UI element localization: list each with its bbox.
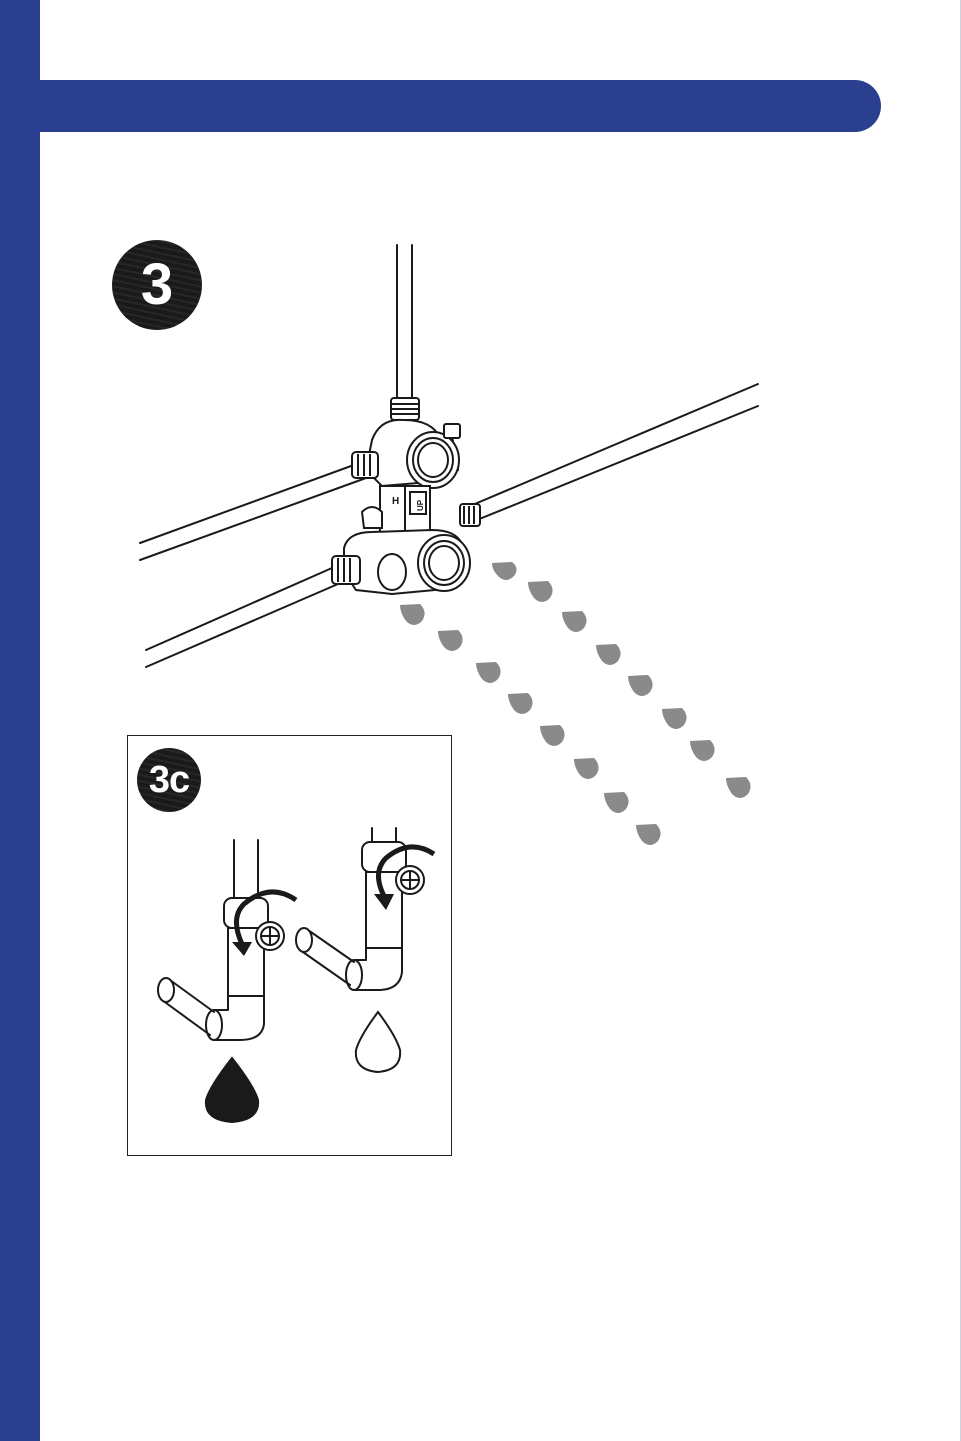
empty-drop-icon xyxy=(356,1012,400,1072)
full-drop-icon xyxy=(206,1058,258,1122)
